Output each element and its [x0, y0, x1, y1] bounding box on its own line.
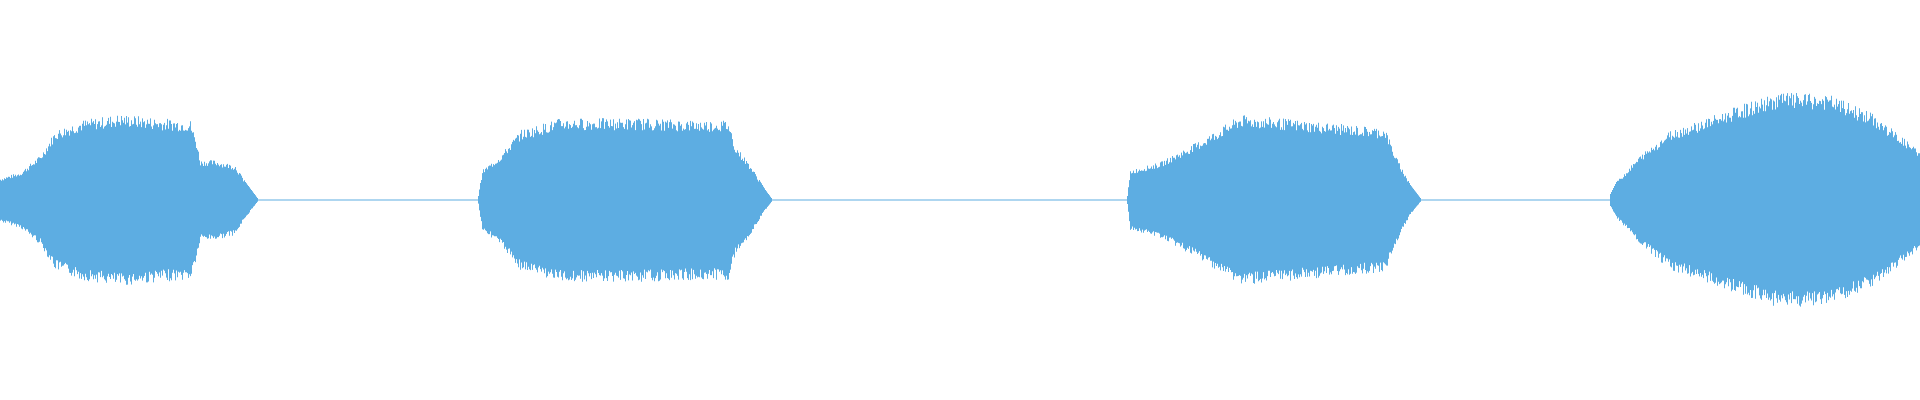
- waveform-segment: [478, 118, 772, 282]
- waveform-peaks: [0, 115, 258, 285]
- waveform-peaks: [1610, 93, 1920, 307]
- waveform-segment: [0, 115, 258, 285]
- waveform-peaks: [478, 118, 772, 282]
- waveform-segment: [1127, 115, 1421, 284]
- waveform-peaks: [1127, 115, 1421, 284]
- waveform-segment: [1610, 93, 1920, 307]
